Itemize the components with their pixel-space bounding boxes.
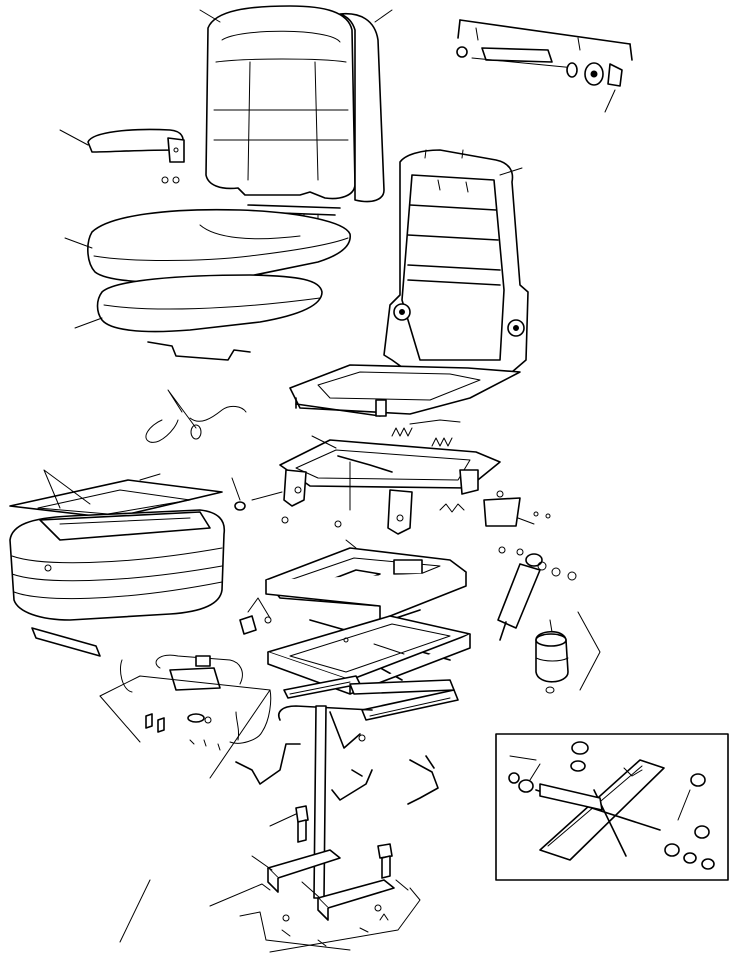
seat-cushion-lower <box>74 274 323 333</box>
springs <box>391 419 461 447</box>
lower-harness <box>99 654 272 779</box>
seat-pan <box>289 364 521 417</box>
backrest-cushion <box>205 5 356 200</box>
backrest-frame <box>383 149 529 381</box>
cushion-rod <box>147 341 251 361</box>
shock-absorber <box>497 546 577 641</box>
bolt <box>281 516 289 524</box>
hooks <box>235 743 439 805</box>
armrest <box>59 128 185 184</box>
recliner-mechanism <box>279 435 501 535</box>
seat-cushion-upper <box>64 208 351 284</box>
vertical-rod <box>313 705 327 899</box>
clips <box>239 597 349 643</box>
suspension-boot <box>9 509 226 621</box>
lumbar-adjuster-kit <box>456 19 633 113</box>
knob <box>234 501 246 511</box>
bolts <box>269 805 393 879</box>
pin <box>251 491 283 501</box>
air-spring <box>535 611 601 694</box>
backrest-cover <box>339 12 385 203</box>
slide-rails <box>278 675 459 749</box>
wiring-harness <box>145 389 247 443</box>
floor-base <box>119 879 421 953</box>
mounting-brackets <box>251 849 409 921</box>
scissor-detail-inset <box>495 733 729 881</box>
boot-clip <box>31 627 101 657</box>
boot-frame <box>9 469 223 519</box>
side-bracket <box>483 490 551 527</box>
bolt <box>334 520 342 528</box>
suspension-top-plate <box>265 539 467 621</box>
scissor-linkage <box>267 609 471 695</box>
spring-small <box>439 503 465 513</box>
